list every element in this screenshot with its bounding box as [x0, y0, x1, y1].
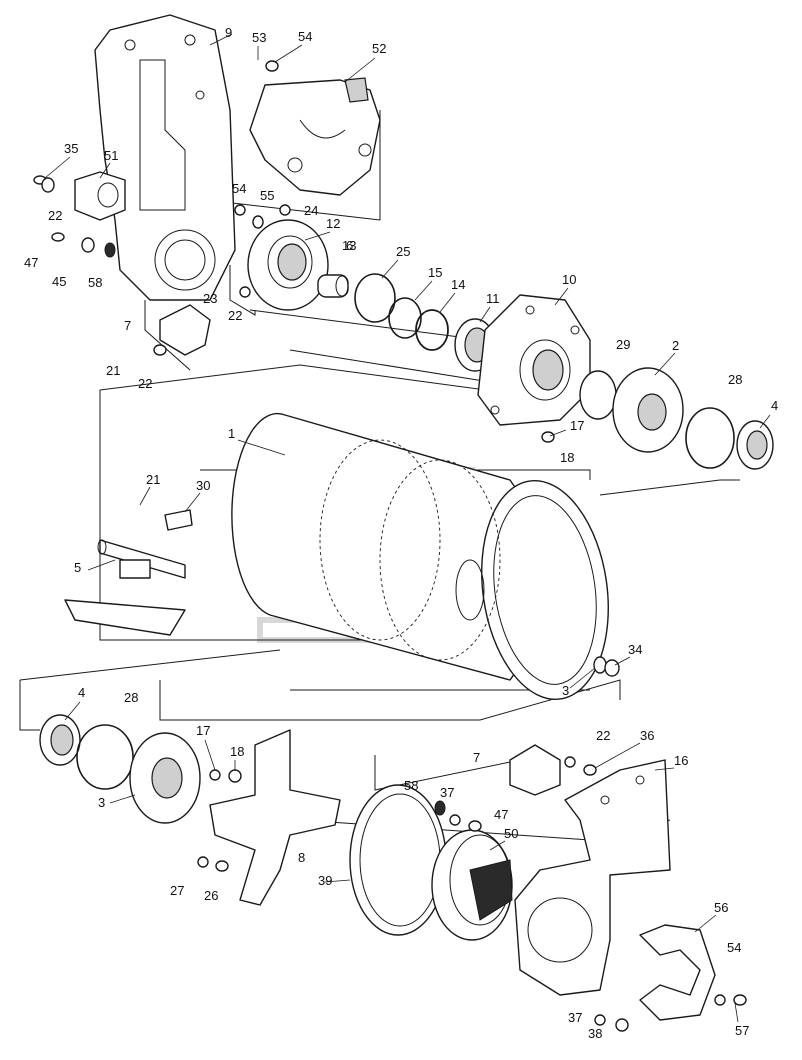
callout-22c: 22 [138, 376, 152, 391]
callout-22: 22 [48, 208, 62, 223]
part-3-flange-lower [129, 732, 201, 824]
callout-38: 38 [588, 1026, 602, 1041]
callout-54b: 54 [232, 181, 246, 196]
callout-29: 29 [616, 337, 630, 352]
callout-54c: 54 [727, 940, 741, 955]
callout-35: 35 [64, 141, 78, 156]
callout-17: 17 [570, 418, 584, 433]
callout-47: 47 [24, 255, 38, 270]
part-51-block [74, 171, 126, 221]
part-7-cover-upper [159, 304, 211, 356]
callout-4b: 4 [78, 685, 85, 700]
callout-3: 3 [562, 683, 569, 698]
callout-7: 7 [124, 318, 131, 333]
callout-25: 25 [396, 244, 410, 259]
callout-56: 56 [714, 900, 728, 915]
part-29-ring [579, 370, 617, 420]
fasteners [33, 60, 747, 1032]
part-52-clamp [249, 77, 381, 196]
callout-55: 55 [260, 188, 274, 203]
callout-6: 6 [346, 238, 353, 253]
part-2-flange [612, 367, 684, 453]
part-9-upper-bracket [94, 14, 236, 301]
callout-21b: 21 [106, 363, 120, 378]
callout-37b: 37 [568, 1010, 582, 1025]
part-15-ring [388, 297, 422, 339]
part-14-ring [415, 309, 449, 351]
leader-lines [44, 33, 771, 1023]
callout-15: 15 [428, 265, 442, 280]
callout-22d: 22 [596, 728, 610, 743]
callout-3b: 3 [98, 795, 105, 810]
part-39-gasket [349, 784, 447, 936]
callout-54: 54 [298, 29, 312, 44]
callout-labels: 1 2 3 3 4 4 5 6 7 7 8 9 10 11 12 13 14 1… [24, 25, 778, 1041]
callout-23: 23 [203, 291, 217, 306]
callout-45: 45 [52, 274, 66, 289]
callout-2: 2 [672, 338, 679, 353]
part-1-drum [231, 412, 609, 700]
callout-10: 10 [562, 272, 576, 287]
part-28-ring-lower [76, 724, 134, 790]
callout-18b: 18 [230, 744, 244, 759]
callout-9: 9 [225, 25, 232, 40]
callout-58b: 58 [404, 778, 418, 793]
callout-53: 53 [252, 30, 266, 45]
part-10-hub [477, 294, 591, 426]
callout-27: 27 [170, 883, 184, 898]
callout-47b: 47 [494, 807, 508, 822]
part-28-ring [685, 407, 735, 469]
part-13-bushing [317, 274, 349, 298]
callout-50: 50 [504, 826, 518, 841]
part-34-fitting [593, 656, 620, 677]
part-25-ring [354, 273, 396, 323]
callout-17b: 17 [196, 723, 210, 738]
callout-14: 14 [451, 277, 465, 292]
callout-58: 58 [88, 275, 102, 290]
callout-26: 26 [204, 888, 218, 903]
callout-4: 4 [771, 398, 778, 413]
callout-24: 24 [304, 203, 318, 218]
callout-11: 11 [486, 291, 500, 306]
callout-36: 36 [640, 728, 654, 743]
callout-13: 13 [342, 238, 356, 253]
callout-22b: 22 [228, 308, 242, 323]
callout-34: 34 [628, 642, 642, 657]
callout-30: 30 [196, 478, 210, 493]
callout-37: 37 [440, 785, 454, 800]
callout-7b: 7 [473, 750, 480, 765]
part-50-motor [431, 829, 513, 941]
callout-28b: 28 [124, 690, 138, 705]
part-4-seal [736, 420, 774, 470]
part-8-cross-bracket [209, 729, 341, 906]
part-12-flange [247, 219, 329, 311]
callout-8: 8 [298, 850, 305, 865]
part-30-tab [164, 509, 193, 531]
callout-16: 16 [674, 753, 688, 768]
callout-57: 57 [735, 1023, 749, 1038]
callout-28: 28 [728, 372, 742, 387]
part-4-seal-lower [39, 714, 81, 766]
part-5-axle [64, 539, 186, 636]
callout-5: 5 [74, 560, 81, 575]
callout-51: 51 [104, 148, 118, 163]
callout-12: 12 [326, 216, 340, 231]
callout-21: 21 [146, 472, 160, 487]
callout-52: 52 [372, 41, 386, 56]
part-56-clamp [639, 924, 716, 1021]
callout-18: 18 [560, 450, 574, 465]
part-7-cover-lower [509, 744, 561, 796]
callout-39: 39 [318, 873, 332, 888]
part-16-lower-bracket [514, 759, 671, 996]
callout-1: 1 [228, 426, 235, 441]
